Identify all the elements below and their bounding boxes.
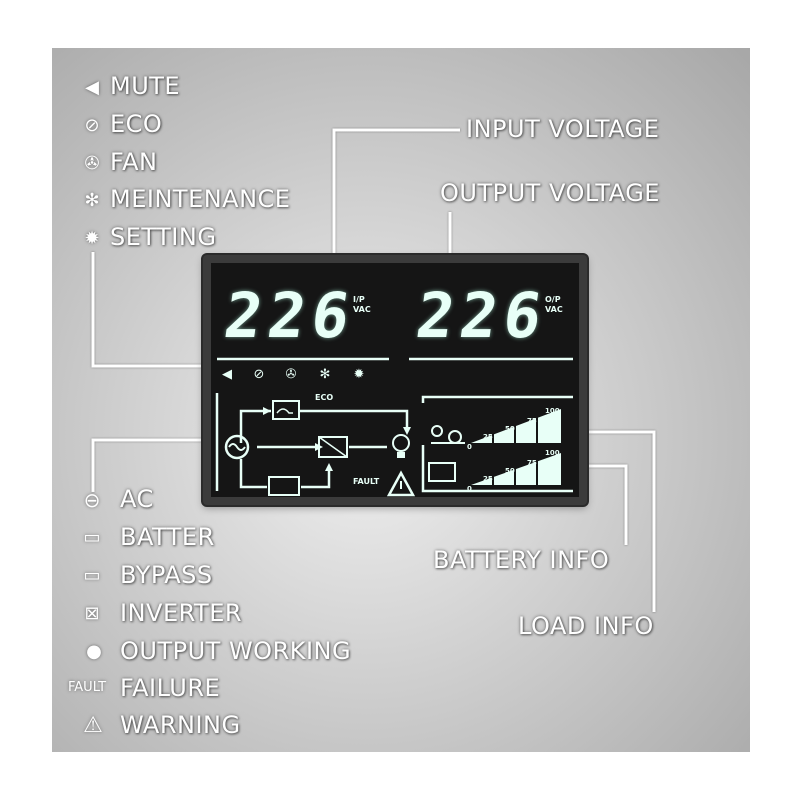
legend-bypass: BYPASS	[120, 561, 213, 589]
legend-battery: BATTER	[120, 523, 215, 551]
lcd-fan-icon: ✇	[285, 367, 297, 382]
legend-warning: WARNING	[120, 711, 241, 739]
load-scale-25: 25	[483, 433, 493, 441]
output-unit-op: O/P	[545, 295, 561, 304]
ac-line	[91, 438, 210, 492]
battery-scale-100: 100	[545, 449, 560, 457]
battery-scale-50: 50	[505, 467, 515, 475]
input-unit-ip: I/P	[353, 295, 365, 304]
gear-icon: ✹	[84, 228, 100, 249]
legend-inverter: INVERTER	[120, 599, 243, 627]
input-voltage-line	[332, 128, 460, 280]
battery-info-label: BATTERY INFO	[433, 546, 610, 574]
lcd-mute-icon: ◀	[222, 367, 232, 382]
legend-eco: ECO	[110, 110, 163, 138]
legend-ac: AC	[120, 485, 154, 513]
fan-icon: ✇	[84, 153, 100, 174]
lcd-fault-label: FAULT	[353, 477, 380, 486]
legend-fan: FAN	[110, 148, 158, 176]
lcd-panel: 226 I/P VAC 226 O/P VAC	[203, 255, 587, 505]
output-voltage-label: OUTPUT VOLTAGE	[440, 179, 660, 207]
input-unit-vac: VAC	[353, 305, 371, 314]
bulb-icon: ●	[86, 641, 102, 662]
load-scale-75: 75	[527, 417, 537, 425]
lcd-maintenance-icon: ✻	[319, 367, 331, 382]
load-scale-0: 0	[467, 443, 472, 451]
bypass-icon: ▭	[83, 565, 101, 586]
fault-text-icon: FAULT	[68, 680, 107, 695]
input-voltage-label: INPUT VOLTAGE	[466, 115, 660, 143]
tools-icon: ✻	[84, 190, 100, 211]
load-info-label: LOAD INFO	[518, 612, 654, 640]
setting-line	[91, 252, 210, 368]
battery-scale-0: 0	[467, 485, 472, 493]
legend-setting: SETTING	[110, 223, 217, 251]
leaf-icon: ⊘	[84, 115, 100, 136]
output-unit-vac: VAC	[545, 305, 563, 314]
warning-icon: ⚠	[83, 713, 103, 738]
battery-info-line	[560, 430, 656, 612]
legend-output-working: OUTPUT WORKING	[120, 637, 352, 665]
legend-maintenance: MEINTENANCE	[110, 185, 291, 213]
legend-mute: MUTE	[110, 72, 181, 100]
lcd-graphics	[215, 357, 573, 497]
load-scale-100: 100	[545, 407, 560, 415]
inverter-icon: ⊠	[84, 603, 100, 624]
battery-icon: ▭	[83, 527, 101, 548]
lcd-screen: 226 I/P VAC 226 O/P VAC	[211, 263, 579, 497]
lcd-eco-icon: ⊘	[253, 367, 265, 382]
ac-icon: ⊖	[83, 488, 101, 512]
load-scale-50: 50	[505, 425, 515, 433]
lcd-eco-label: ECO	[315, 393, 334, 402]
lcd-setting-icon: ✹	[353, 367, 365, 382]
battery-scale-25: 25	[483, 475, 493, 483]
battery-scale-75: 75	[527, 459, 537, 467]
legend-failure: FAILURE	[120, 674, 221, 702]
speaker-icon: ◀	[85, 77, 99, 98]
